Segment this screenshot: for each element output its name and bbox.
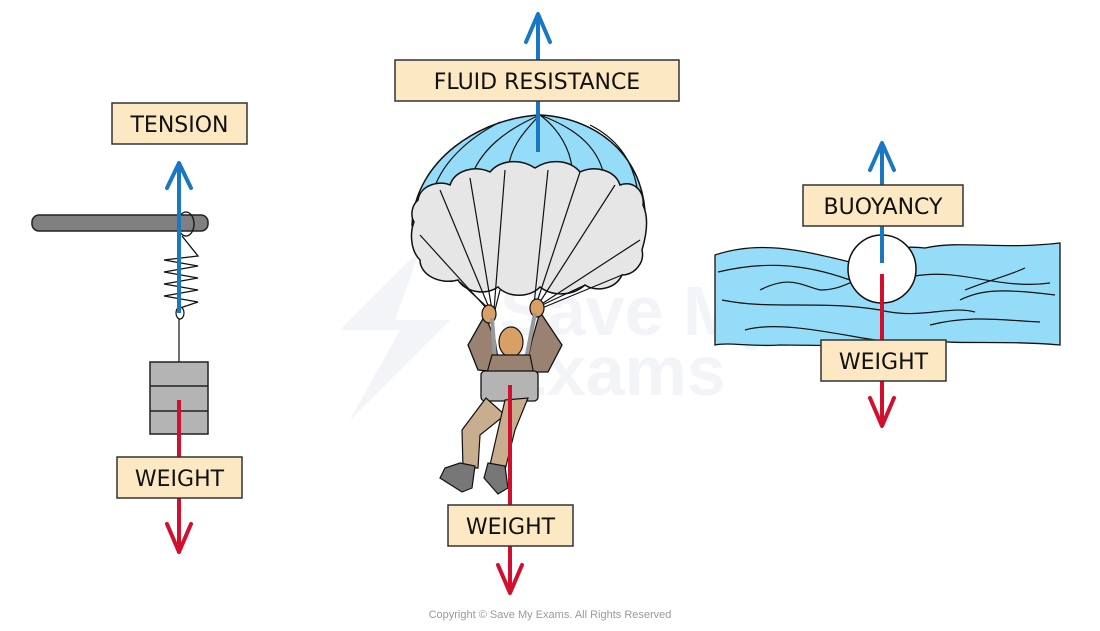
panel-spring-mass: TENSION WEIGHT	[31, 102, 248, 554]
panel-parachutist: FLUID RESISTANCE WEIGHT	[394, 12, 680, 595]
weight-label-parachutist: WEIGHT	[447, 504, 574, 547]
shroud-lines	[419, 169, 641, 311]
support-bar	[31, 214, 209, 232]
fluid-resistance-label: FLUID RESISTANCE	[394, 59, 680, 102]
fluid-resistance-label-text: FLUID RESISTANCE	[434, 70, 640, 95]
tension-label-text: TENSION	[129, 113, 228, 138]
spring-coil	[163, 235, 200, 309]
water-waves	[717, 264, 1056, 341]
weight-label-parachutist-text: WEIGHT	[466, 515, 556, 540]
weight-arrow-parachutist	[496, 385, 524, 595]
weight-label-ball-text: WEIGHT	[839, 350, 929, 375]
weight-label-mass: WEIGHT	[116, 456, 243, 499]
weight-label-mass-text: WEIGHT	[135, 467, 225, 492]
buoyancy-label-text: BUOYANCY	[824, 195, 944, 220]
copyright-notice: Copyright © Save My Exams. All Rights Re…	[428, 609, 672, 621]
weight-label-ball: WEIGHT	[820, 339, 947, 382]
tension-label: TENSION	[111, 102, 248, 145]
panel-floating-ball: BUOYANCY WEIGHT	[714, 141, 1061, 428]
watermark-bolt-icon	[340, 250, 450, 420]
buoyancy-label: BUOYANCY	[802, 184, 964, 227]
tension-arrow	[165, 161, 193, 313]
